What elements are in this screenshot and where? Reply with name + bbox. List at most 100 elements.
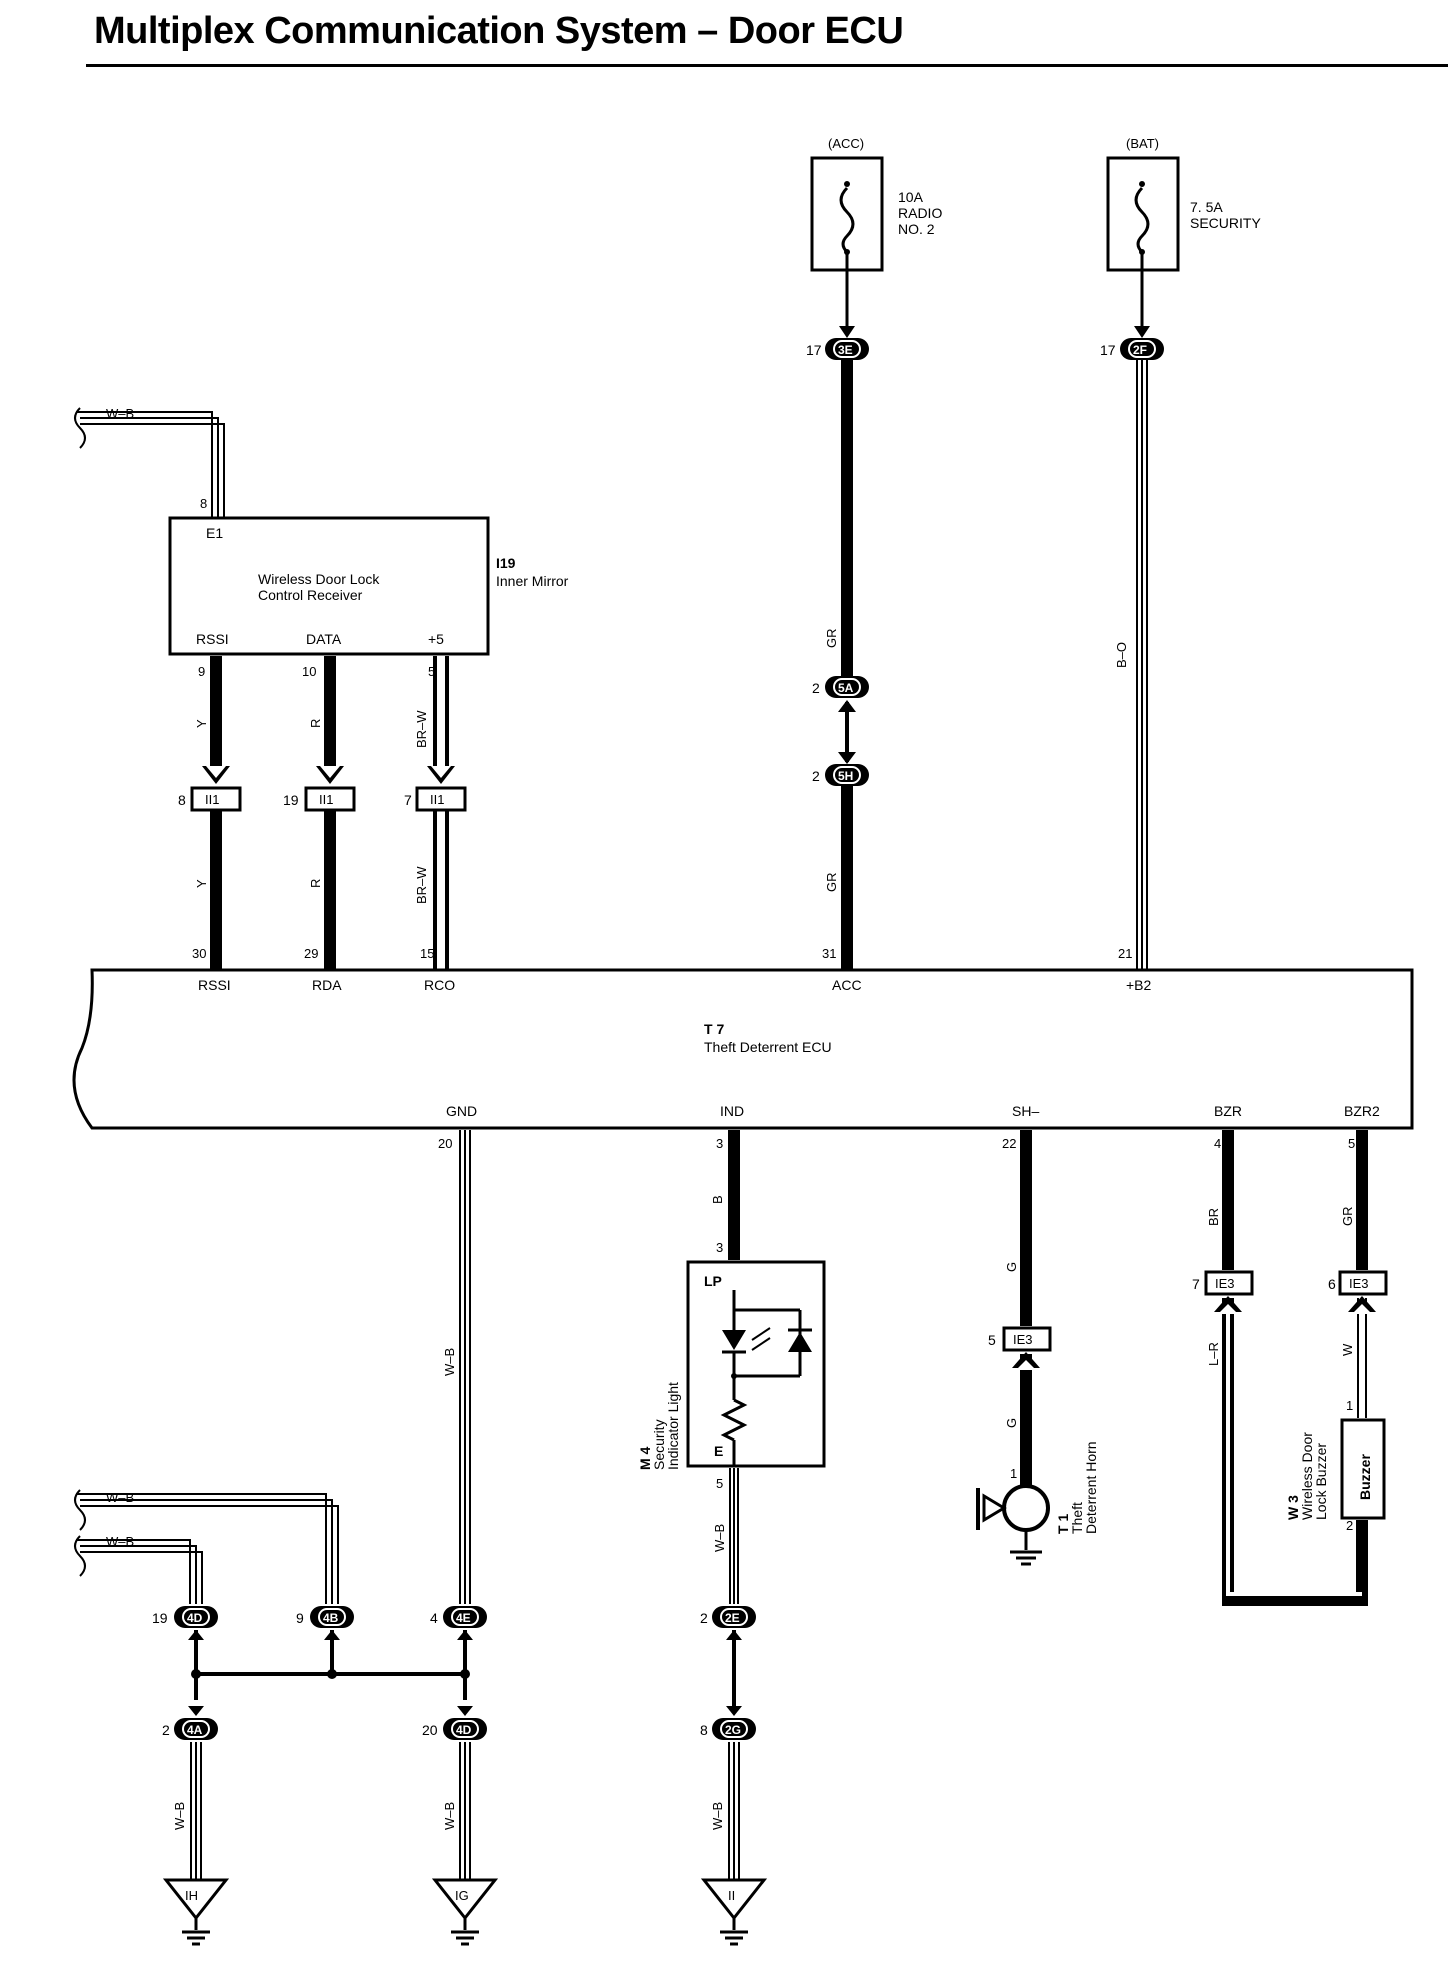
- deterrent-horn: [976, 1484, 1050, 1566]
- svg-text:6: 6: [1328, 1276, 1336, 1292]
- svg-text:RSSI: RSSI: [196, 631, 229, 647]
- svg-text:2G: 2G: [725, 1723, 741, 1737]
- svg-text:31: 31: [822, 946, 836, 961]
- svg-text:II1: II1: [319, 792, 333, 807]
- svg-text:Indicator Light: Indicator Light: [665, 1382, 681, 1470]
- svg-text:2: 2: [812, 768, 820, 784]
- svg-text:IND: IND: [720, 1103, 744, 1119]
- svg-text:ACC: ACC: [832, 977, 862, 993]
- svg-text:W–B: W–B: [442, 1802, 457, 1830]
- fuse-bat-name1: SECURITY: [1190, 215, 1261, 231]
- fuse-acc-icon: [839, 186, 855, 254]
- svg-text:IE3: IE3: [1013, 1332, 1033, 1347]
- connector-II1-r: II1 19: [283, 786, 356, 812]
- svg-text:Security: Security: [651, 1419, 667, 1470]
- svg-text:19: 19: [283, 792, 299, 808]
- wire-label-gr-1: GR: [824, 629, 839, 649]
- fuse-bat-rating: 7. 5A: [1190, 199, 1223, 215]
- connector-4A: 4A 2: [162, 1718, 218, 1740]
- connector-IE3-horn: IE3 5: [988, 1326, 1052, 1352]
- svg-text:IG: IG: [455, 1888, 469, 1903]
- connector-5H: 5H 2: [812, 764, 869, 786]
- svg-text:10: 10: [302, 664, 316, 679]
- svg-text:Lock Buzzer: Lock Buzzer: [1313, 1443, 1329, 1520]
- svg-text:5: 5: [1348, 1136, 1355, 1151]
- svg-text:T 7: T 7: [704, 1021, 724, 1037]
- svg-text:L–R: L–R: [1206, 1342, 1221, 1366]
- svg-text:17: 17: [806, 342, 822, 358]
- connector-2F: 2F 17: [1100, 338, 1164, 360]
- svg-text:RCO: RCO: [424, 977, 455, 993]
- svg-text:1: 1: [1346, 1398, 1353, 1413]
- svg-text:Wireless Door Lock: Wireless Door Lock: [258, 571, 380, 587]
- svg-text:+B2: +B2: [1126, 977, 1152, 993]
- svg-text:1: 1: [1010, 1466, 1017, 1481]
- svg-text:2E: 2E: [725, 1611, 740, 1625]
- svg-text:5H: 5H: [838, 769, 853, 783]
- svg-text:2: 2: [700, 1610, 708, 1626]
- svg-text:GR: GR: [1340, 1207, 1355, 1227]
- svg-text:Theft: Theft: [1069, 1502, 1085, 1534]
- receiver-location: Inner Mirror: [496, 573, 569, 589]
- connector-4B: 4B 9: [296, 1606, 354, 1628]
- svg-text:E: E: [714, 1443, 723, 1459]
- security-indicator-light: LP E: [686, 1260, 826, 1468]
- fuse-bat-source: (BAT): [1126, 136, 1159, 151]
- svg-text:Wireless Door: Wireless Door: [1299, 1432, 1315, 1520]
- svg-text:E1: E1: [206, 525, 223, 541]
- svg-text:IE3: IE3: [1215, 1276, 1235, 1291]
- connector-IE3-bzr2: IE3 6: [1328, 1270, 1388, 1296]
- ground-IG: IG: [431, 1878, 499, 1946]
- svg-text:29: 29: [304, 946, 318, 961]
- svg-text:BR–W: BR–W: [414, 866, 429, 904]
- svg-text:W–B: W–B: [106, 1490, 134, 1505]
- ground-IH: IH: [162, 1878, 230, 1946]
- title-rule: [86, 64, 1448, 67]
- svg-text:BR–W: BR–W: [414, 710, 429, 748]
- svg-text:SH–: SH–: [1012, 1103, 1039, 1119]
- connector-3E: 3E 17: [806, 338, 869, 360]
- connector-2G: 2G 8: [700, 1718, 756, 1740]
- svg-text:Deterrent Horn: Deterrent Horn: [1083, 1441, 1099, 1534]
- security-light-code: M 4: [637, 1446, 653, 1470]
- svg-text:Y: Y: [194, 719, 209, 728]
- fuse-bat-icon: [1134, 186, 1150, 254]
- svg-text:W–B: W–B: [710, 1802, 725, 1830]
- svg-text:4A: 4A: [187, 1723, 203, 1737]
- receiver-code: I19: [496, 555, 516, 571]
- svg-text:7: 7: [1192, 1276, 1200, 1292]
- svg-text:9: 9: [296, 1610, 304, 1626]
- svg-text:W–B: W–B: [442, 1348, 457, 1376]
- wire-label-wb-receiver: W–B: [106, 406, 134, 421]
- wire-label-bo: B–O: [1114, 642, 1129, 668]
- svg-text:RDA: RDA: [312, 977, 342, 993]
- connector-II1-y: II1 8: [178, 786, 242, 812]
- svg-text:W–B: W–B: [172, 1802, 187, 1830]
- svg-text:4: 4: [430, 1610, 438, 1626]
- connector-IE3-bzr: IE3 7: [1192, 1270, 1254, 1296]
- svg-text:BZR: BZR: [1214, 1103, 1242, 1119]
- svg-text:4B: 4B: [323, 1611, 339, 1625]
- svg-text:2: 2: [1346, 1518, 1353, 1533]
- fuse-acc-source: (ACC): [828, 136, 864, 151]
- ground-II: II: [700, 1878, 768, 1946]
- svg-text:19: 19: [152, 1610, 168, 1626]
- svg-text:LP: LP: [704, 1273, 722, 1289]
- svg-text:II1: II1: [205, 792, 219, 807]
- svg-text:2: 2: [162, 1722, 170, 1738]
- svg-text:4D: 4D: [456, 1723, 472, 1737]
- svg-text:Buzzer: Buzzer: [1357, 1454, 1373, 1500]
- svg-text:21: 21: [1118, 946, 1132, 961]
- svg-text:3: 3: [716, 1136, 723, 1151]
- fuse-acc-rating: 10A: [898, 189, 924, 205]
- svg-text:+5: +5: [428, 631, 444, 647]
- fuse-acc-name2: NO. 2: [898, 221, 935, 237]
- svg-text:3E: 3E: [838, 343, 853, 357]
- svg-text:4D: 4D: [187, 1611, 203, 1625]
- connector-4D-bottom: 4D 20: [422, 1718, 487, 1740]
- svg-text:BR: BR: [1206, 1208, 1221, 1226]
- svg-text:GND: GND: [446, 1103, 477, 1119]
- svg-text:2: 2: [812, 680, 820, 696]
- svg-text:Theft Deterrent ECU: Theft Deterrent ECU: [704, 1039, 832, 1055]
- svg-text:W: W: [1340, 1343, 1355, 1356]
